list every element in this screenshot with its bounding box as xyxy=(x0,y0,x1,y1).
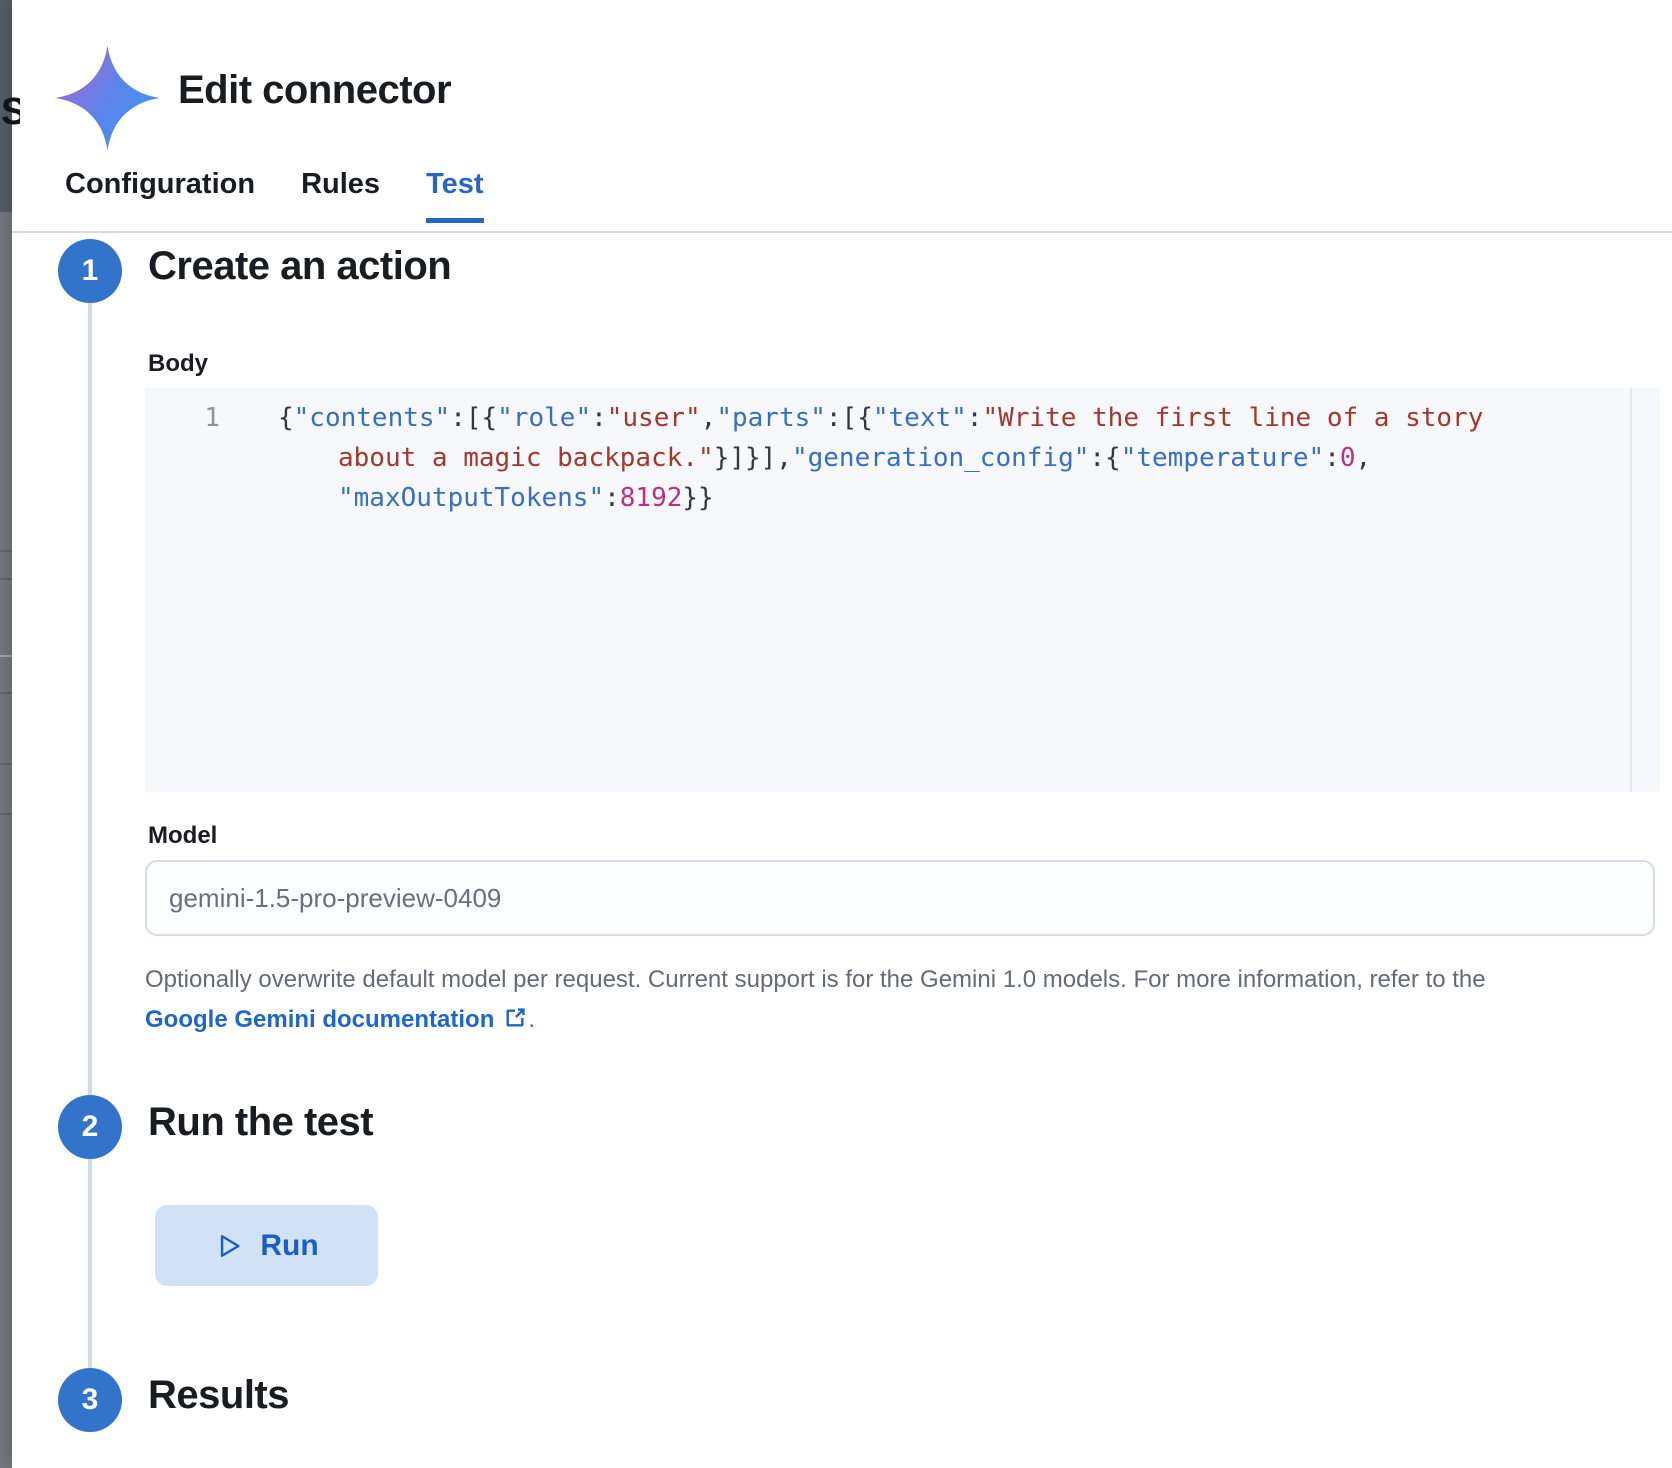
gemini-documentation-link[interactable]: Google Gemini documentation xyxy=(145,1006,495,1033)
body-field-label: Body xyxy=(148,350,208,377)
step-3-badge: 3 xyxy=(58,1368,122,1432)
tab-configuration[interactable]: Configuration xyxy=(65,168,256,200)
tabbar-divider xyxy=(12,231,1672,233)
code-line-1-wrap-1: about a magic backpack."}]}],"generation… xyxy=(338,443,1372,473)
run-button-label: Run xyxy=(260,1228,319,1262)
editor-scrollbar-gutter[interactable] xyxy=(1630,388,1632,792)
external-link-icon[interactable] xyxy=(502,1004,528,1044)
page-title: Edit connector xyxy=(178,68,452,112)
model-input[interactable] xyxy=(145,860,1655,936)
play-icon xyxy=(214,1231,244,1261)
step-1-title: Create an action xyxy=(148,244,452,288)
model-help-line-1: Optionally overwrite default model per r… xyxy=(145,966,1486,993)
tab-rules[interactable]: Rules xyxy=(301,168,381,200)
step-3-title: Results xyxy=(148,1373,290,1417)
code-line-1: {"contents":[{"role":"user","parts":[{"t… xyxy=(278,403,1484,433)
model-field-label: Model xyxy=(148,822,218,849)
step-1-badge: 1 xyxy=(58,239,122,303)
dimmed-background-header xyxy=(0,0,12,212)
background-partial-text: S xyxy=(1,92,20,132)
body-code-editor[interactable]: 1 {"contents":[{"role":"user","parts":[{… xyxy=(145,388,1660,792)
gemini-sparkle-icon xyxy=(55,45,160,151)
step-2-badge: 2 xyxy=(58,1095,122,1159)
step-connector-line xyxy=(88,1159,92,1368)
code-line-1-wrap-2: "maxOutputTokens":8192}} xyxy=(338,483,714,513)
run-button[interactable]: Run xyxy=(155,1205,378,1286)
line-number: 1 xyxy=(204,403,220,433)
tab-bar: Configuration Rules Test xyxy=(65,168,484,223)
model-help-text: Optionally overwrite default model per r… xyxy=(145,960,1486,1044)
dimmed-background-strip xyxy=(0,0,12,1468)
tab-test[interactable]: Test xyxy=(426,168,484,223)
code-content: {"contents":[{"role":"user","parts":[{"t… xyxy=(145,398,1620,518)
step-2-title: Run the test xyxy=(148,1100,374,1144)
step-connector-line xyxy=(88,303,92,1095)
model-help-line-2: Google Gemini documentation. xyxy=(145,1000,1486,1044)
